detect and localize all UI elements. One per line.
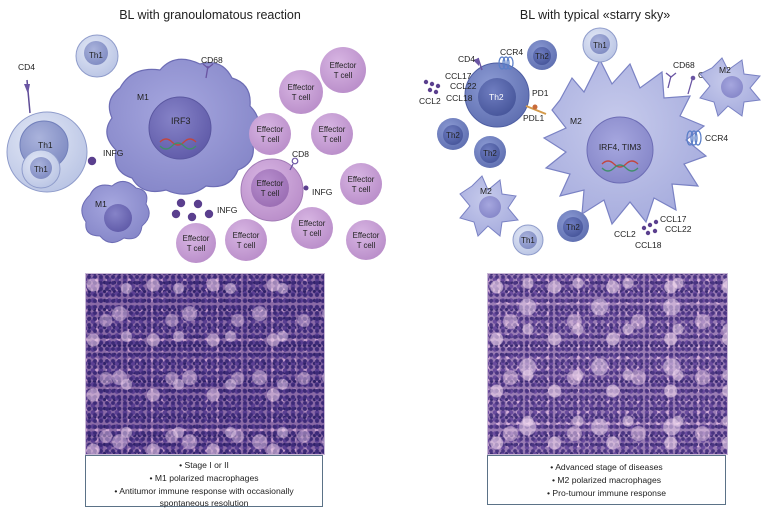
summary-left-item: • M1 polarized macrophages	[149, 473, 259, 484]
ccl17-label-bottom: CCL17	[660, 214, 687, 224]
irf3-label: IRF3	[171, 116, 191, 126]
m2-label-bottom-left: M2	[480, 186, 492, 196]
effector-label-8: Effector	[233, 231, 260, 240]
m1-macrophage-large	[106, 58, 260, 195]
effector-label-8b: T cell	[237, 241, 256, 250]
th2-label-3: Th2	[483, 149, 497, 158]
chemokines-bottom	[641, 219, 659, 236]
th2-label-2: Th2	[446, 131, 460, 140]
th1-cell-top	[75, 34, 119, 78]
histology-image-right	[487, 273, 728, 455]
chemokines-top	[423, 79, 441, 95]
right-panel-title: BL with typical «starry sky»	[519, 8, 671, 22]
summary-box-left: • Stage I or II • M1 polarized macrophag…	[85, 455, 323, 508]
th2-cells	[437, 40, 589, 242]
ccl18-label-top: CCL18	[446, 93, 473, 103]
m1-label-small: M1	[95, 199, 107, 209]
left-panel-title: BL with granoulomatous reaction	[119, 8, 301, 22]
effector-label-3b: T cell	[261, 135, 280, 144]
ccr4-label-top: CCR4	[500, 47, 523, 57]
m2-macrophage-large	[542, 58, 708, 226]
effector-label-10: Effector	[353, 231, 380, 240]
th1-label-small: Th1	[34, 165, 48, 174]
th1-label-right-top: Th1	[593, 41, 607, 50]
effector-label-6b: T cell	[352, 185, 371, 194]
m2-label-top-right: M2	[719, 65, 731, 75]
histology-image-left	[85, 273, 325, 455]
effector-t-cells	[176, 70, 386, 263]
effector-label-4b: T cell	[323, 135, 342, 144]
m1-label-large: M1	[137, 92, 149, 102]
m2-macrophage-top-right	[699, 57, 761, 117]
th1-label-top: Th1	[89, 51, 103, 60]
effector-label-2b: T cell	[292, 93, 311, 102]
summary-left-item: • Stage I or II	[179, 460, 229, 470]
ccl22-label-top: CCL22	[450, 81, 477, 91]
infg-dot	[87, 156, 97, 166]
pdl1-label: PDL1	[523, 113, 545, 123]
irf4-tim3-label: IRF4, TIM3	[599, 142, 642, 152]
th2-labels: Th2 Th2 Th2 Th2	[446, 52, 580, 232]
effector-label-3: Effector	[257, 125, 284, 134]
infg-small-dot	[303, 185, 309, 191]
th1-cell-small-bottom	[21, 149, 61, 189]
effector-label-6: Effector	[348, 175, 375, 184]
cd4-label-left: CD4	[18, 62, 35, 72]
m2-macrophage-bottom-left	[459, 175, 519, 237]
pd1-label: PD1	[532, 88, 549, 98]
ccl2-label-top: CCL2	[419, 96, 441, 106]
effector-label-5: Effector	[257, 179, 284, 188]
effector-t-cell	[320, 47, 366, 93]
effector-label-2: Effector	[288, 83, 315, 92]
ccl18-label-bottom: CCL18	[635, 240, 662, 250]
effector-label-7b: T cell	[187, 244, 206, 253]
infg-label-c: INFG	[312, 187, 332, 197]
summary-box-right: • Advanced stage of diseases • M2 polari…	[487, 455, 726, 505]
cd68-label-left: CD68	[201, 55, 223, 65]
m2-label-large: M2	[570, 116, 582, 126]
infg-label-b: INFG	[217, 205, 237, 215]
effector-label-7: Effector	[183, 234, 210, 243]
infg-label-a: INFG	[103, 148, 123, 158]
infg-cluster	[171, 198, 214, 222]
effector-label-1b: T cell	[334, 71, 353, 80]
summary-left-item: • Antitumor immune response with occasio…	[114, 486, 294, 508]
ccl22-label-bottom: CCL22	[665, 224, 692, 234]
m1-macrophage-small	[81, 181, 150, 243]
effector-label-9: Effector	[299, 219, 326, 228]
effector-labels: Effector T cell Effector T cell Effector…	[183, 61, 380, 253]
summary-right-item: • Pro-tumour immune response	[546, 488, 667, 499]
th2-label-4: Th2	[566, 223, 580, 232]
ccl17-label-top: CCL17	[445, 71, 472, 81]
cell-diagram: CD4 Th1 Th1 Th1 CD68 M1 IRF3	[6, 27, 761, 263]
th1-label-right-bottom: Th1	[521, 236, 535, 245]
effector-label-9b: T cell	[303, 229, 322, 238]
th1-label-large: Th1	[38, 140, 53, 150]
effector-label-10b: T cell	[357, 241, 376, 250]
th2-cell-main	[464, 56, 547, 128]
cd68-label-right: CD68	[673, 60, 695, 70]
th1-cells-right	[512, 27, 618, 256]
cd8-label: CD8	[292, 149, 309, 159]
effector-label-1: Effector	[330, 61, 357, 70]
effector-label-5b: T cell	[261, 189, 280, 198]
effector-t-cell-cd8	[240, 157, 304, 222]
ccr4-label-right: CCR4	[705, 133, 728, 143]
th2-label-main: Th2	[489, 92, 504, 102]
summary-right-item: • M2 polarized macrophages	[551, 475, 662, 486]
cd4-label-right: CD4	[458, 54, 475, 64]
effector-label-4: Effector	[319, 125, 346, 134]
summary-right-item: • Advanced stage of diseases	[550, 462, 663, 472]
th2-label-1: Th2	[535, 52, 549, 61]
ccl2-label-bottom: CCL2	[614, 229, 636, 239]
